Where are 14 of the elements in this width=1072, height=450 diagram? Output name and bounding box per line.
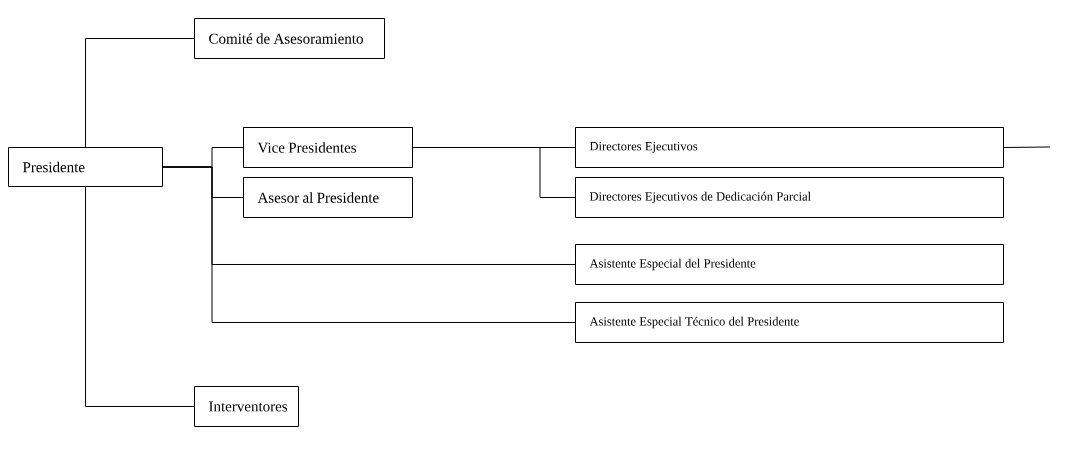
org-box: Directores Ejecutivos: [575, 127, 1004, 168]
connector-line: [85, 186, 195, 407]
connector-line: [85, 38, 195, 148]
connector-line: [162, 166, 576, 323]
connector-line: [412, 147, 576, 198]
org-box: Asistente Especial del Presidente: [575, 244, 1004, 285]
connector-line: [1003, 146, 1051, 148]
org-box: Presidente: [8, 147, 163, 187]
org-box: Asistente Especial Técnico del Presidente: [575, 302, 1004, 343]
org-box: Directores Ejecutivos de Dedicación Parcial: [575, 177, 1004, 218]
org-box: Asesor al Presidente: [243, 177, 413, 218]
org-box: Interventores: [194, 386, 299, 427]
org-box: Comité de Asesoramiento: [194, 18, 385, 59]
org-box: Vice Presidentes: [243, 127, 413, 168]
